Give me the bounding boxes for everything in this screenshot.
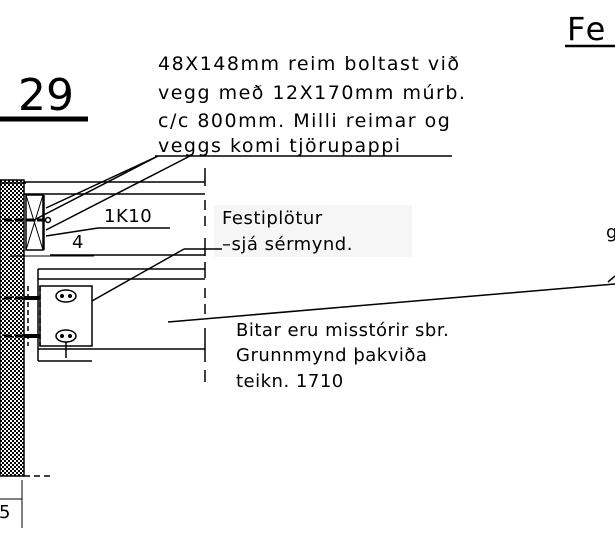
leader-beam-note-3 [45,155,191,231]
leader-bitar [167,283,615,323]
right-edge-fragment-1: g [606,222,615,243]
bolt-head-top [44,216,52,224]
plates-note-backdrop [214,205,412,257]
beam-note-line-4: veggs komi tjörupappi [158,135,402,157]
fastening-plate [4,285,93,358]
timber-plate-cross-2 [25,194,44,251]
leader-beam-note-1 [45,155,159,209]
right-edge-fragment-2 [607,275,615,283]
beam-note-line-1: 48X148mm reim boltast við [158,53,461,75]
masonry-wall [0,179,25,477]
leader-1k10 [45,227,99,237]
label-1k10: 1K10 [104,206,152,227]
bitar-note-line-2: Grunnmynd þakviða [236,345,427,366]
bitar-note-line-1: Bitar eru misstórir sbr. [236,320,449,341]
dim-5-text: 5 [0,502,11,523]
bitar-note-line-3: teikn. 1710 [236,371,344,392]
detail-number: 29 [18,70,74,121]
beam-note-line-2: vegg með 12X170mm múrb. [158,82,466,104]
bitar-note: Bitar eru misstórir sbr. Grunnmynd þakvi… [236,320,449,392]
beam-note: 48X148mm reim boltast við vegg með 12X17… [158,53,466,157]
plates-note-line-1: Festiplötur [222,208,323,229]
beam-note-line-3: c/c 800mm. Milli reimar og [158,110,451,132]
lower-beam [37,262,206,382]
header-fragment: Fe [567,10,607,48]
leader-beam-note-2 [33,155,159,221]
dim-4-text: 4 [72,232,84,253]
plates-note-line-2: –sjá sérmynd. [222,234,353,255]
